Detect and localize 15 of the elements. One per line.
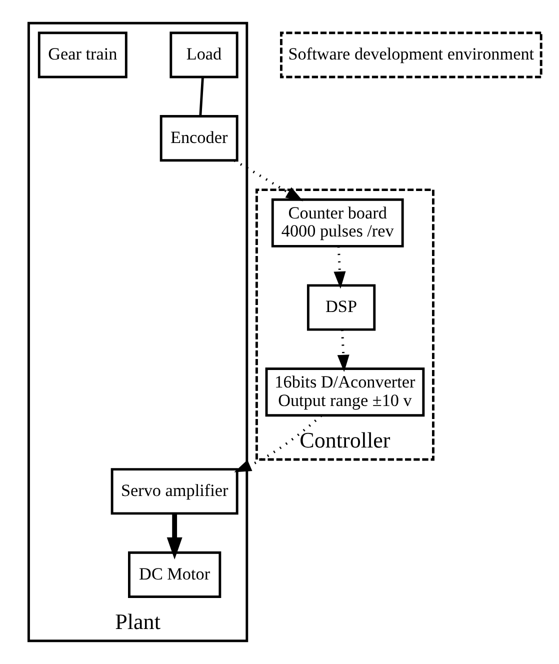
arrow [166,514,182,560]
node-box: Load [169,32,238,78]
arrow [234,414,322,472]
arrow [336,330,349,372]
arrow [233,159,303,202]
node-box: DC Motor [128,551,221,598]
node-box: Servo amplifier [110,468,238,515]
connector [198,77,204,116]
node-box: DSP [306,284,376,331]
node-box: Encoder [159,115,238,162]
node-box: Software development environment [280,32,542,78]
node-box: Gear train [37,32,127,78]
node-box: Counter board 4000 pulses /rev [270,198,404,248]
arrow [333,246,346,289]
node-box: 16bits D/Aconverter Output range ±10 v [264,368,424,417]
